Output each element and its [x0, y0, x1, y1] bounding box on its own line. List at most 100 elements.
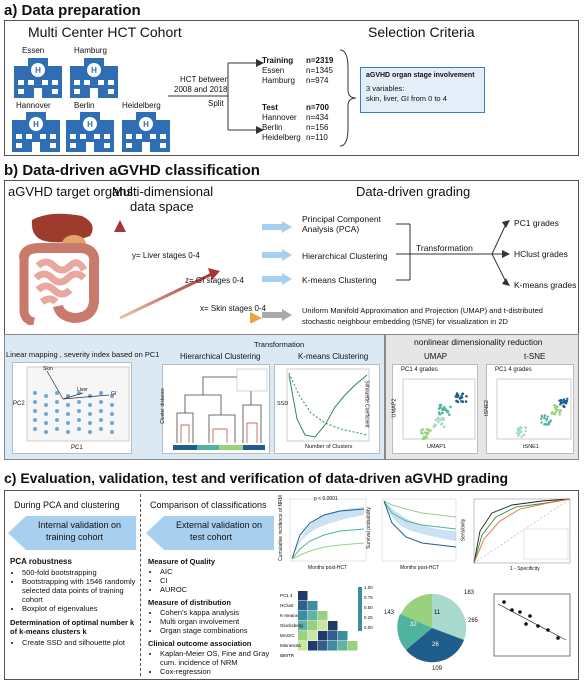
roc-xlabel: 1 - Specificity [510, 566, 540, 572]
pca-point [99, 427, 103, 431]
method-pca-label: Principal Component Analysis (PCA) [302, 214, 381, 234]
internal-validation-arrow [8, 516, 136, 550]
test-total: n=700 [306, 103, 329, 112]
grade-hclust: HClust grades [514, 249, 568, 259]
pca-ylabel: PC2 [13, 401, 25, 407]
tsne-point [559, 403, 562, 406]
tsne-point [560, 401, 563, 405]
clinical-list: Kaplan-Meier OS, Fine and Gray cum. inci… [160, 649, 270, 676]
pca-point [99, 400, 103, 404]
test-n-heidelberg: n=110 [306, 133, 328, 142]
clinical-item: Cox-regression [160, 667, 270, 676]
umap-point [420, 431, 423, 435]
heat-scale-1: 0.75 [364, 595, 373, 600]
svg-text:H: H [143, 120, 149, 129]
pca-point [77, 400, 81, 404]
pca-point [33, 427, 37, 431]
internal-line2: training cohort [46, 532, 104, 542]
quality-item: AIC [160, 567, 187, 576]
tsne-point [553, 413, 556, 416]
umap-point [425, 431, 429, 435]
grade-pc1: PC1 grades [514, 218, 559, 228]
heatmap-row-label: HClust [280, 603, 294, 608]
pca-point [110, 394, 114, 398]
quality-title: Measure of Quality [148, 557, 216, 566]
pca-point [44, 394, 48, 398]
method-arrow-pca [262, 221, 292, 233]
method-hclust-label: Hierarchical Clustering [302, 251, 388, 261]
tsne-point [547, 423, 550, 426]
nrm-xlabel: Months post-HCT [308, 565, 348, 571]
quality-list: AIC CI AUROC [160, 567, 187, 594]
pca-robust-item: Boxplot of eigenvalues [22, 604, 138, 613]
training-city-hamburg: Hamburg [262, 76, 295, 85]
tsne-point [520, 435, 523, 439]
umap-ylabel: UMAP2 [391, 398, 398, 418]
pca-point [55, 400, 59, 404]
umap-point [439, 403, 443, 407]
test-n-berlin: n=156 [306, 123, 329, 132]
pie-label-183: 183 [464, 590, 475, 596]
heat-scale-3: 0.25 [364, 615, 373, 620]
os-chart: Months post-HCT Survival probability [366, 495, 458, 575]
pca-point [88, 394, 92, 398]
city-label-hannover: Hannover [16, 101, 51, 110]
distribution-title: Measure of distribution [148, 598, 231, 607]
pca-point [88, 430, 92, 434]
tsne-point [524, 429, 528, 433]
tsne-point [563, 401, 566, 404]
umap-point [465, 394, 468, 398]
pca-point [44, 421, 48, 425]
umap-point [432, 425, 436, 429]
pca-point [77, 427, 81, 431]
training-total: n=2319 [306, 56, 334, 65]
section-a-box [4, 20, 579, 156]
umap-desc-line2: stochastic neighbour embedding (tSNE) fo… [302, 317, 508, 326]
organs-illustration [19, 213, 100, 325]
section-a-title: a) Data preparation [4, 2, 141, 19]
umap-point [441, 408, 444, 412]
tsne-point [543, 417, 546, 420]
distribution-list: Cohen's kappa analysis Multi organ invol… [160, 608, 248, 635]
umap-point [454, 395, 458, 398]
heatmap-cell [298, 631, 308, 641]
grade-kmeans: K-means grades [514, 280, 577, 290]
pca-point [88, 412, 92, 416]
section-c-divider [140, 494, 141, 676]
external-validation-arrow [146, 516, 274, 550]
left-header: During PCA and clustering [14, 500, 120, 510]
tsne-point [516, 427, 520, 430]
criteria-box-title: aGVHD organ stage involvement [366, 72, 475, 79]
umap-point [441, 417, 445, 420]
heatmap-row-label: Glucksberg [280, 623, 303, 628]
pca-point [88, 403, 92, 407]
umap-point [421, 428, 425, 431]
tsne-point [566, 397, 569, 400]
umap-point [458, 397, 462, 400]
pie-label-26: 26 [432, 642, 439, 648]
kmeans-y2label: Silhouette Coefficient [363, 380, 370, 428]
heatmap-cell [318, 611, 328, 621]
method-arrow-umap [262, 309, 292, 321]
heatmap-cell [338, 631, 348, 641]
tsne-point [558, 411, 561, 414]
tsne-point [540, 421, 543, 424]
col2-title-line1: Multi-dimensional [112, 184, 214, 199]
test-label: Test [262, 103, 278, 112]
umap-point [464, 400, 468, 403]
pca-point [66, 412, 70, 416]
split-label: Split [208, 99, 224, 108]
heatmap-cell [298, 611, 308, 621]
heatmap-cell [298, 641, 308, 651]
umap-point [444, 408, 448, 411]
section-c-title: c) Evaluation, validation, test and veri… [4, 470, 509, 486]
umap-point [461, 392, 464, 396]
heatmap-row-label: PC1 4 [280, 593, 293, 598]
city-label-essen: Essen [22, 46, 45, 55]
pca-point [44, 403, 48, 407]
umap-point [455, 399, 458, 403]
kmeans-eval-list: Create SSD and silhouette plot [22, 638, 138, 647]
pie-label-109: 109 [432, 666, 443, 672]
pca-point [66, 430, 70, 434]
pca-point [66, 403, 70, 407]
